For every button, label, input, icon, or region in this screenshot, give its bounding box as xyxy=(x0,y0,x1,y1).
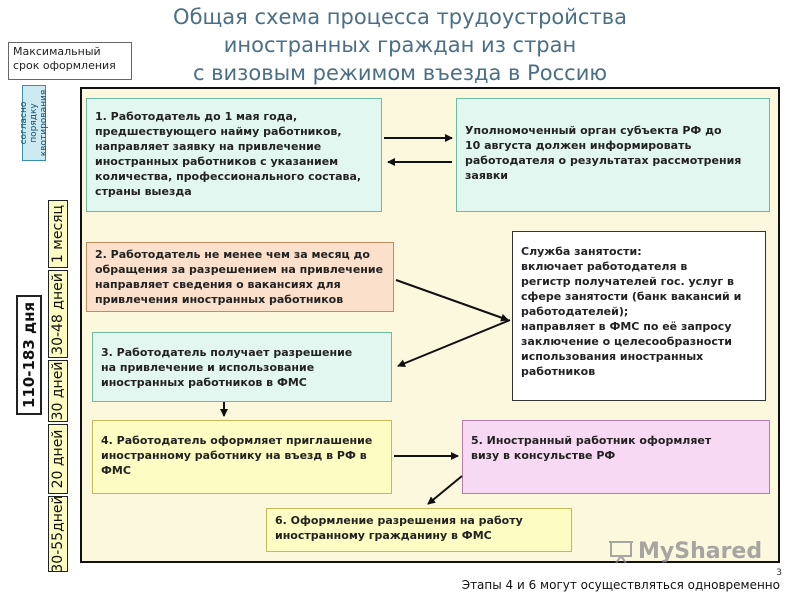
employment-service-box: Служба занятости: включает работодателя … xyxy=(512,231,766,401)
page-number: 3 xyxy=(776,568,782,578)
max-duration-legend: Максимальный срок оформления xyxy=(8,42,132,80)
title-line-1: Общая схема процесса трудоустройства xyxy=(173,5,627,29)
step-2-box: 2. Работодатель не менее чем за месяц до… xyxy=(86,242,394,312)
timeline-step-5: 30-55дней xyxy=(48,495,68,573)
timeline-step-1: 1 месяц xyxy=(48,200,68,268)
arrow-employment-to-step3 xyxy=(397,319,511,368)
step-6-box: 6. Оформление разрешения на работу иност… xyxy=(266,508,572,552)
timeline-total: 110-183 дня xyxy=(16,295,42,415)
timeline-step-2: 30-48 дней xyxy=(48,270,68,358)
footer-note: Этапы 4 и 6 могут осуществляться одновре… xyxy=(461,578,780,592)
quota-note: согласно порядку квотирования xyxy=(19,85,49,161)
step-1-box: 1. Работодатель до 1 мая года, предшеств… xyxy=(86,98,382,212)
myshared-watermark: MyShared xyxy=(608,536,778,566)
step-4-box: 4. Работодатель оформляет приглашение ин… xyxy=(92,420,392,494)
step-5-box: 5. Иностранный работник оформляет визу в… xyxy=(462,420,770,494)
title-line-2: иностранных граждан из стран xyxy=(223,33,577,57)
authority-box: Уполномоченный орган субъекта РФ до 10 а… xyxy=(456,98,770,212)
watermark-text: MyShared xyxy=(638,538,763,564)
arrow-step5-to-step6 xyxy=(427,475,463,505)
timeline-step-3: 30 дней xyxy=(48,360,68,422)
arrow-step2-to-employment xyxy=(395,279,509,322)
timeline-step-4: 20 дней xyxy=(48,424,68,494)
step-3-box: 3. Работодатель получает разрешение на п… xyxy=(92,332,392,402)
title-line-3: с визовым режимом въезда в Россию xyxy=(192,61,608,85)
presentation-icon xyxy=(609,541,633,564)
